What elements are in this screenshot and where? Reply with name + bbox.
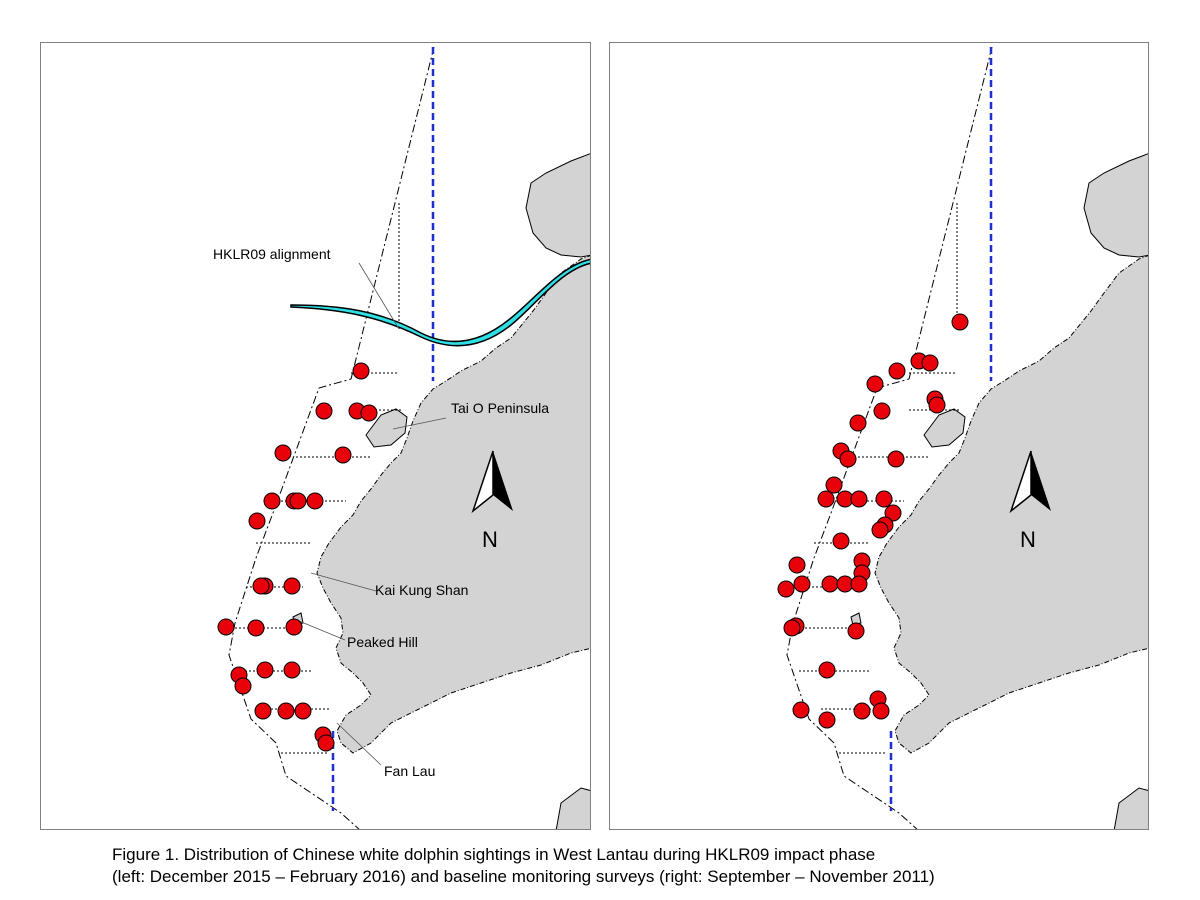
dolphin-sighting-marker [217,618,235,636]
dolphin-sighting-marker [317,734,335,752]
label-hklr09: HKLR09 alignment [213,246,331,262]
dolphin-sighting-marker [234,677,252,695]
dolphin-sighting-marker [360,404,378,422]
dolphin-sighting-marker [254,702,272,720]
north-arrow-icon: N [471,450,513,552]
dolphin-sighting-marker [818,711,836,729]
dolphin-sighting-marker [884,504,902,522]
north-arrow-icon: N [1009,450,1051,552]
tai-o-island [923,408,966,448]
dolphin-sighting-marker [887,450,905,468]
sightings-left [217,362,378,752]
dolphin-sighting-marker [788,556,806,574]
dolphin-sighting-marker [285,618,303,636]
dolphin-sighting-marker [263,492,281,510]
dolphin-sighting-marker [871,521,889,539]
peaked-hill-islet [850,612,862,626]
dolphin-sighting-marker [777,580,795,598]
dolphin-sighting-marker [352,362,370,380]
dolphin-sighting-marker [888,362,906,380]
dolphin-sighting-marker [256,661,274,679]
sightings-right [777,313,969,729]
dolphin-sighting-marker [847,622,865,640]
dolphin-sighting-marker [247,619,265,637]
lantau-north-coast [1083,153,1148,258]
map-panel-right: N [609,42,1149,830]
dolphin-sighting-marker [825,476,843,494]
north-arrow-label: N [482,527,498,552]
dolphin-sighting-marker [793,575,811,593]
dolphin-sighting-marker [306,492,324,510]
caption-line-2: (left: December 2015 – February 2016) an… [112,867,935,886]
dolphin-sighting-marker [873,402,891,420]
figure-caption: Figure 1. Distribution of Chinese white … [112,844,1112,888]
dolphin-sighting-marker [283,661,301,679]
dolphin-sighting-marker [872,702,890,720]
dolphin-sighting-marker [334,446,352,464]
southern-island [555,787,590,829]
dolphin-sighting-marker [951,313,969,331]
dolphin-sighting-marker [792,701,810,719]
tai-o-island [365,408,408,448]
dolphin-sighting-marker [866,375,884,393]
dolphin-sighting-marker [274,444,292,462]
dolphin-sighting-marker [252,577,270,595]
label-tai-o: Tai O Peninsula [451,400,549,416]
dolphin-sighting-marker [853,702,871,720]
dolphin-sighting-marker [821,575,839,593]
caption-line-1: Figure 1. Distribution of Chinese white … [112,845,876,864]
label-peaked-hill: Peaked Hill [347,634,418,650]
dolphin-sighting-marker [875,490,893,508]
dolphin-sighting-marker [921,354,939,372]
dolphin-sighting-marker [850,575,868,593]
lantau-island [316,255,590,754]
dolphin-sighting-marker [315,402,333,420]
dolphin-sighting-marker [817,490,835,508]
north-arrow-label: N [1020,527,1036,552]
dolphin-sighting-marker [248,512,266,530]
dolphin-sighting-marker [839,450,857,468]
map-panel-left: N HKLR09 alignment Tai O Peninsula Kai K… [40,42,591,830]
dolphin-sighting-marker [277,702,295,720]
dolphin-sighting-marker [294,702,312,720]
dolphin-sighting-marker [289,492,307,510]
hklr09-alignment [290,258,590,347]
survey-boundary [228,46,435,829]
dolphin-sighting-marker [850,490,868,508]
dolphin-sighting-marker [928,396,946,414]
label-kai-kung-shan: Kai Kung Shan [375,582,468,598]
lantau-north-coast [525,153,590,258]
lantau-island [874,255,1148,754]
label-fan-lau: Fan Lau [384,763,435,779]
dolphin-sighting-marker [283,577,301,595]
southern-island [1113,787,1148,829]
dolphin-sighting-marker [849,414,867,432]
dolphin-sighting-marker [832,532,850,550]
dolphin-sighting-marker [818,661,836,679]
dolphin-sighting-marker [783,619,801,637]
